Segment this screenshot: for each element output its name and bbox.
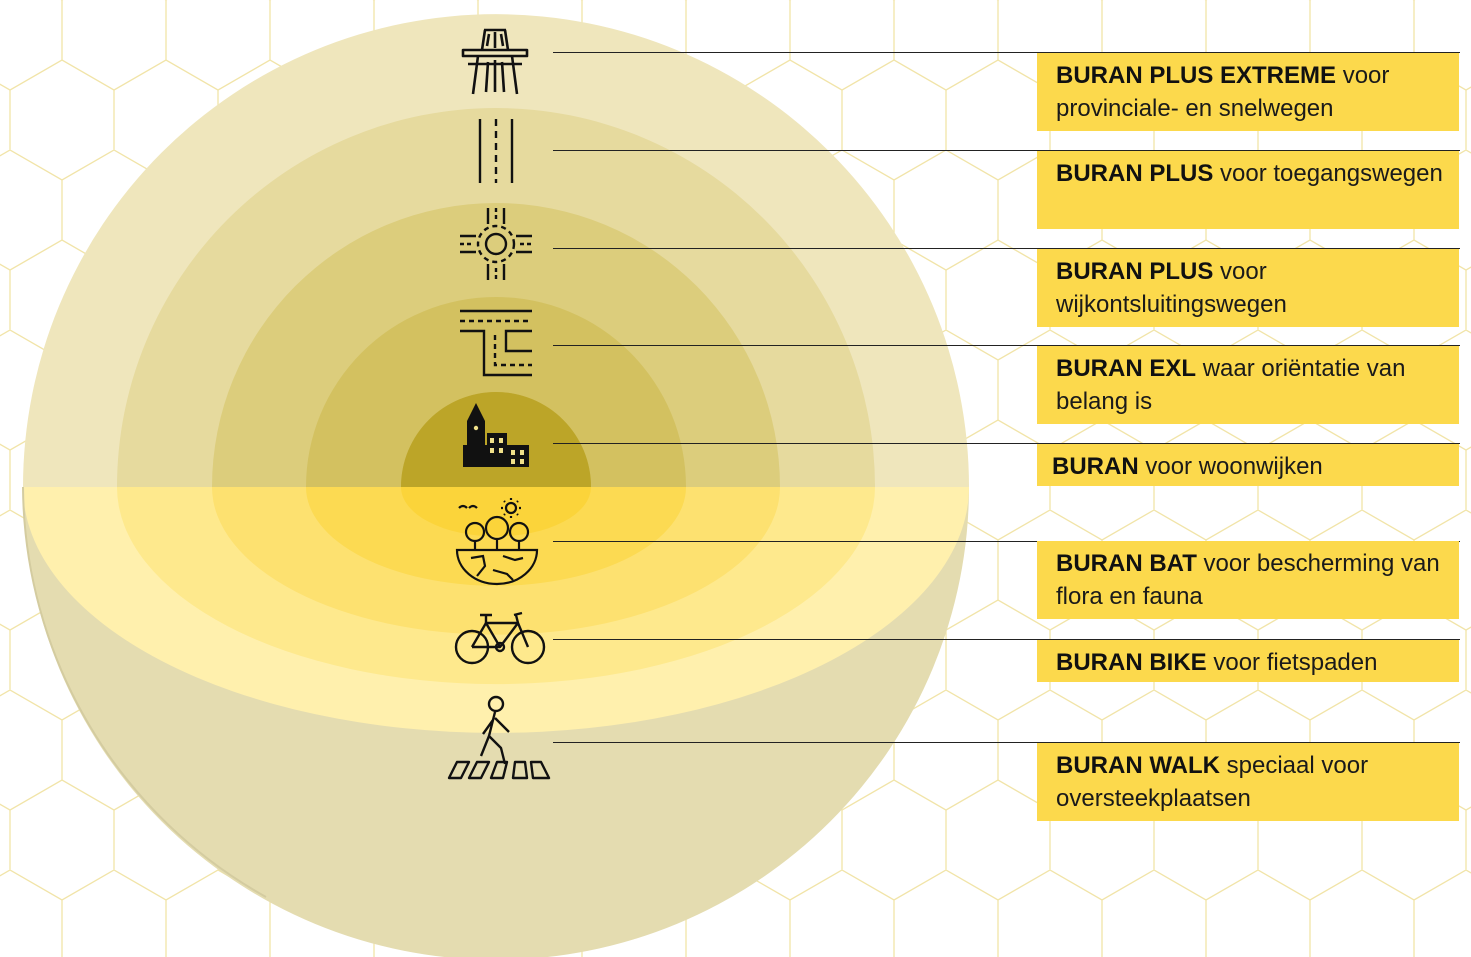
cut-face-ring-4 bbox=[401, 487, 591, 537]
layer-label-3: BURAN EXL waar oriëntatie van belang is bbox=[1037, 346, 1459, 424]
product-description: voor wijkontsluitingswegen bbox=[1056, 258, 1287, 318]
layer-label-0: BURAN PLUS EXTREME voor provinciale- en … bbox=[1037, 53, 1459, 131]
product-name: BURAN PLUS bbox=[1056, 258, 1214, 285]
leader-line-4 bbox=[553, 443, 1460, 444]
bicycle-icon bbox=[454, 611, 546, 665]
motorway-icon bbox=[461, 28, 529, 95]
layer-label-4: BURAN voor woonwijken bbox=[1037, 444, 1459, 486]
nature-icon bbox=[455, 498, 539, 586]
junction-icon bbox=[460, 309, 532, 377]
product-name: BURAN EXL bbox=[1056, 355, 1197, 382]
layer-label-7: BURAN WALK speciaal voor oversteekplaats… bbox=[1037, 743, 1459, 821]
pedestrian-crossing-icon bbox=[447, 695, 551, 780]
product-name: BURAN BIKE bbox=[1056, 649, 1207, 676]
layer-label-6: BURAN BIKE voor fietspaden bbox=[1037, 640, 1459, 682]
product-description: speciaal voor oversteekplaatsen bbox=[1056, 752, 1369, 812]
leader-line-0 bbox=[553, 52, 1460, 53]
layer-label-2: BURAN PLUS voor wijkontsluitingswegen bbox=[1037, 249, 1459, 327]
leader-line-2 bbox=[553, 248, 1460, 249]
bowl-rim bbox=[22, 486, 267, 898]
product-name: BURAN BAT bbox=[1056, 550, 1197, 577]
layer-label-5: BURAN BAT voor bescherming van flora en … bbox=[1037, 541, 1459, 619]
leader-line-3 bbox=[553, 345, 1460, 346]
product-description: waar oriëntatie van belang is bbox=[1056, 355, 1406, 415]
roundabout-icon bbox=[460, 208, 532, 280]
product-description: voor provinciale- en snelwegen bbox=[1056, 62, 1390, 122]
product-name: BURAN PLUS EXTREME bbox=[1056, 62, 1337, 89]
product-name: BURAN PLUS bbox=[1056, 160, 1214, 187]
product-description: voor woonwijken bbox=[1145, 453, 1323, 480]
product-description: voor toegangswegen bbox=[1220, 160, 1443, 187]
leader-line-6 bbox=[553, 639, 1460, 640]
access-road-icon bbox=[478, 119, 514, 183]
village-icon bbox=[463, 403, 529, 467]
leader-line-5 bbox=[553, 541, 1460, 542]
product-description: voor fietspaden bbox=[1213, 649, 1378, 676]
leader-line-1 bbox=[553, 150, 1460, 151]
product-name: BURAN bbox=[1052, 453, 1139, 480]
product-name: BURAN WALK bbox=[1056, 752, 1220, 779]
leader-line-7 bbox=[553, 742, 1460, 743]
product-description: voor bescherming van flora en fauna bbox=[1056, 550, 1440, 610]
layer-label-1: BURAN PLUS voor toegangswegen bbox=[1037, 151, 1459, 229]
cut-face-ring-3 bbox=[306, 487, 686, 586]
